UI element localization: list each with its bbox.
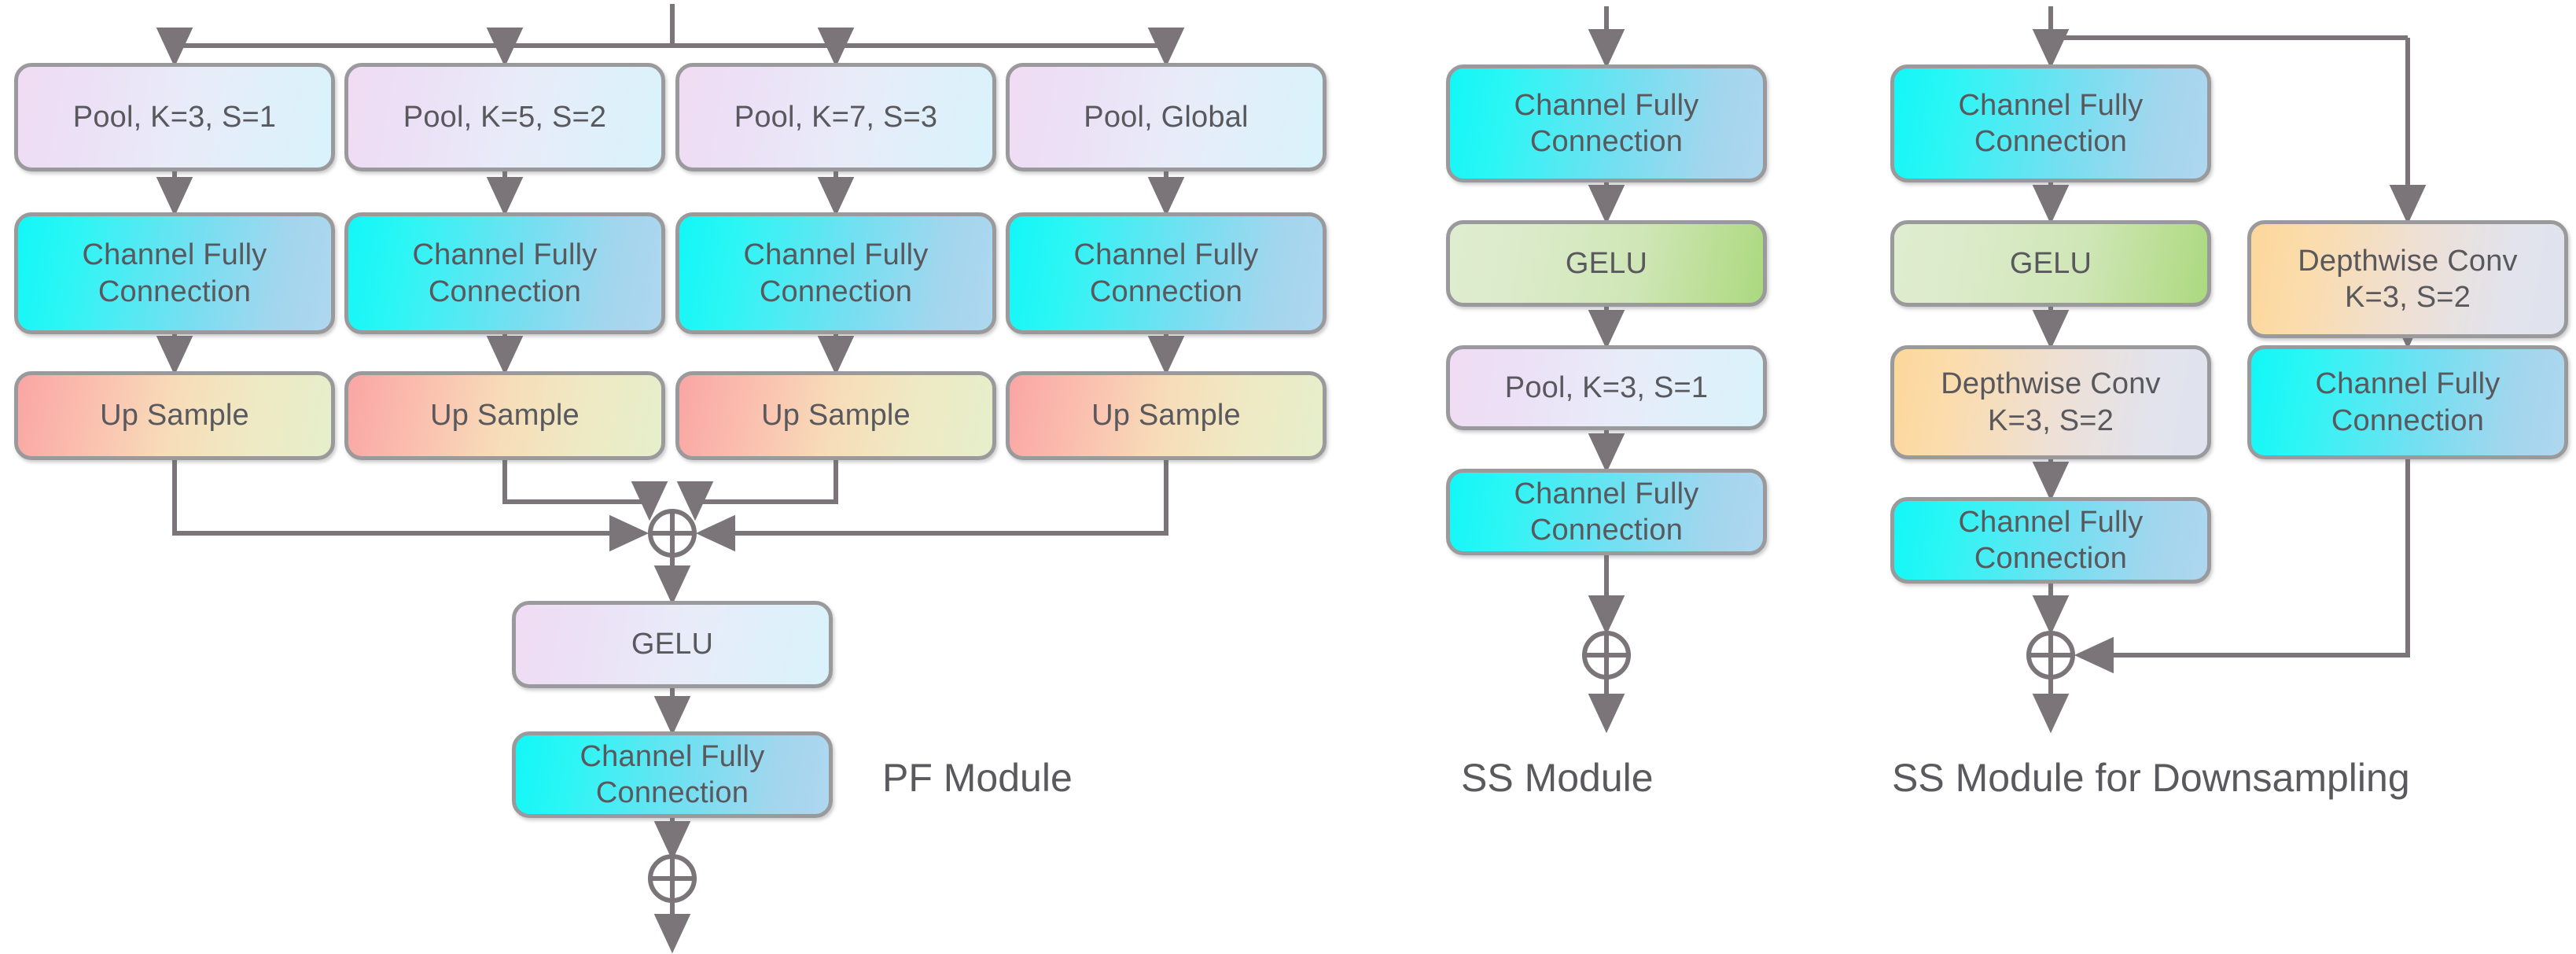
gelu-label: GELU [2009,246,2092,280]
cfc-line-1: Channel Fully [2315,367,2501,401]
ss-gelu-block[interactable]: GELU [1446,220,1767,307]
cfc-line-2: Connection [428,274,582,308]
depthwise-line-2: K=3, S=2 [1987,403,2114,437]
cfc-line-1: Channel Fully [1073,238,1259,272]
depthwise-label: Depthwise Conv K=3, S=2 [2298,243,2518,316]
pf-pool-block-3[interactable]: Pool, K=7, S=3 [675,63,996,171]
cfc-line-1: Channel Fully [1958,88,2144,122]
cfc-line-2: Connection [1529,125,1684,158]
pf-output-cfc-block[interactable]: Channel Fully Connection [512,731,833,818]
ss-cfc-block-2[interactable]: Channel Fully Connection [1446,469,1767,555]
pf-pool-block-2[interactable]: Pool, K=5, S=2 [344,63,665,171]
cfc-line-2: Connection [1974,125,2128,158]
ssd-cfc-block-2[interactable]: Channel Fully Connection [1890,497,2211,584]
pf-upsample-block-3[interactable]: Up Sample [675,371,996,460]
cfc-label: Channel Fully Connection [1514,87,1699,160]
pool-label: Pool, K=3, S=1 [72,100,277,134]
ss-module-caption: SS Module [1461,756,1654,800]
cfc-line-1: Channel Fully [1514,477,1699,510]
cfc-label: Channel Fully Connection [744,237,929,310]
cfc-line-2: Connection [1529,514,1684,547]
cfc-line-2: Connection [2331,403,2485,437]
ssd-gelu-block[interactable]: GELU [1890,220,2211,307]
upsample-label: Up Sample [100,399,249,433]
pf-upsample-block-1[interactable]: Up Sample [14,371,335,460]
cfc-label: Channel Fully Connection [1514,476,1699,549]
gelu-label: GELU [1565,246,1648,280]
ss-pool-block[interactable]: Pool, K=3, S=1 [1446,345,1767,430]
gelu-label: GELU [631,628,714,661]
upsample-label: Up Sample [1091,399,1241,433]
pool-label: Pool, K=3, S=1 [1504,370,1709,404]
cfc-line-1: Channel Fully [743,238,929,272]
pf-upsample-block-2[interactable]: Up Sample [344,371,665,460]
ssd-depthwise-conv-block-main[interactable]: Depthwise Conv K=3, S=2 [1890,345,2211,459]
pf-pool-block-4[interactable]: Pool, Global [1006,63,1327,171]
depthwise-label: Depthwise Conv K=3, S=2 [1941,366,2161,439]
pf-cfc-block-1[interactable]: Channel Fully Connection [14,212,335,334]
cfc-label: Channel Fully Connection [580,739,765,812]
depthwise-line-1: Depthwise Conv [2298,244,2518,278]
depthwise-line-2: K=3, S=2 [2344,281,2471,314]
cfc-line-2: Connection [98,274,252,308]
pf-cfc-block-3[interactable]: Channel Fully Connection [675,212,996,334]
pool-label: Pool, K=7, S=3 [734,100,938,134]
upsample-label: Up Sample [430,399,580,433]
cfc-line-1: Channel Fully [580,739,765,773]
cfc-label: Channel Fully Connection [1959,87,2144,160]
cfc-line-1: Channel Fully [412,238,598,272]
pf-upsample-block-4[interactable]: Up Sample [1006,371,1327,460]
cfc-label: Channel Fully Connection [1959,504,2144,577]
upsample-label: Up Sample [761,399,911,433]
pf-cfc-block-4[interactable]: Channel Fully Connection [1006,212,1327,334]
cfc-line-2: Connection [595,776,749,809]
cfc-line-1: Channel Fully [1514,88,1699,122]
cfc-label: Channel Fully Connection [83,237,267,310]
ssd-cfc-block-shortcut[interactable]: Channel Fully Connection [2247,345,2568,459]
cfc-label: Channel Fully Connection [1074,237,1259,310]
ssd-cfc-block-1[interactable]: Channel Fully Connection [1890,64,2211,182]
cfc-label: Channel Fully Connection [413,237,598,310]
cfc-line-2: Connection [1089,274,1243,308]
cfc-label: Channel Fully Connection [2316,366,2501,439]
cfc-line-1: Channel Fully [82,238,267,272]
ssd-module-caption: SS Module for Downsampling [1892,756,2410,800]
pf-module-caption: PF Module [882,756,1073,800]
pool-label: Pool, K=5, S=2 [403,100,607,134]
cfc-line-2: Connection [759,274,913,308]
ss-cfc-block-1[interactable]: Channel Fully Connection [1446,64,1767,182]
pf-pool-block-1[interactable]: Pool, K=3, S=1 [14,63,335,171]
pf-gelu-block[interactable]: GELU [512,601,833,688]
ssd-depthwise-conv-block-shortcut[interactable]: Depthwise Conv K=3, S=2 [2247,220,2568,338]
depthwise-line-1: Depthwise Conv [1941,367,2161,401]
pf-cfc-block-2[interactable]: Channel Fully Connection [344,212,665,334]
cfc-line-2: Connection [1974,542,2128,575]
cfc-line-1: Channel Fully [1958,505,2144,539]
pool-label: Pool, Global [1084,100,1249,134]
